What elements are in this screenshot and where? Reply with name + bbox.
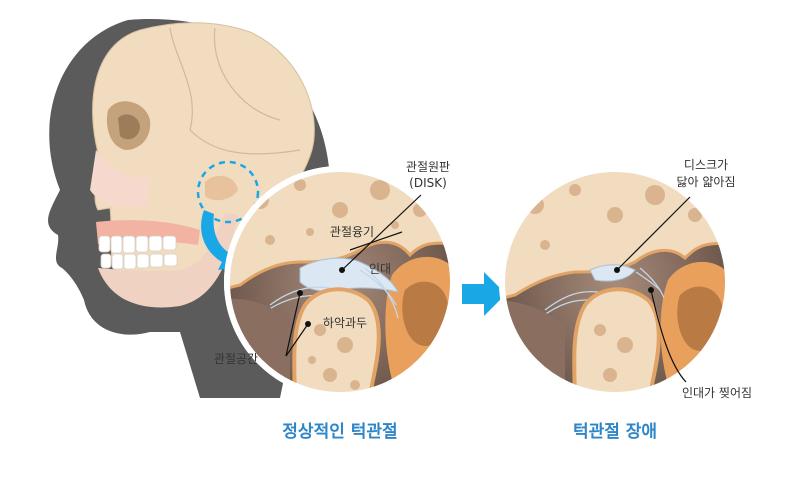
label-disc-thin-2: 닳아 얇아짐 [676,175,735,189]
label-joint-space: 관절공간 [214,352,258,366]
caption-normal: 정상적인 턱관절 [282,421,397,442]
teeth [98,235,178,270]
head-illustration [48,19,332,398]
label-condyle: 하악과두 [323,316,367,330]
label-ligament: 인대 [369,262,391,276]
mandibular-condyle [292,287,381,394]
label-ligament-torn: 인대가 찢어짐 [682,386,752,400]
disorder-joint-zoom [499,166,731,398]
label-disk: 관절원판 [406,160,450,174]
label-disc-thin-1: 디스크가 [684,158,728,172]
caption-disorder: 턱관절 장애 [573,421,657,442]
label-disk-en: (DISK) [409,176,447,190]
right-arrow-icon [462,272,506,316]
condyle-disorder [572,287,661,394]
mandible [98,212,238,308]
dashed-circle-icon [196,160,260,224]
normal-joint-zoom [224,166,456,398]
temporal-bone [228,170,452,292]
temporal-bone-disorder [503,170,727,302]
leader-lines [285,194,691,383]
label-articular-eminence: 관절융기 [330,225,374,239]
thin-disc [589,264,636,282]
